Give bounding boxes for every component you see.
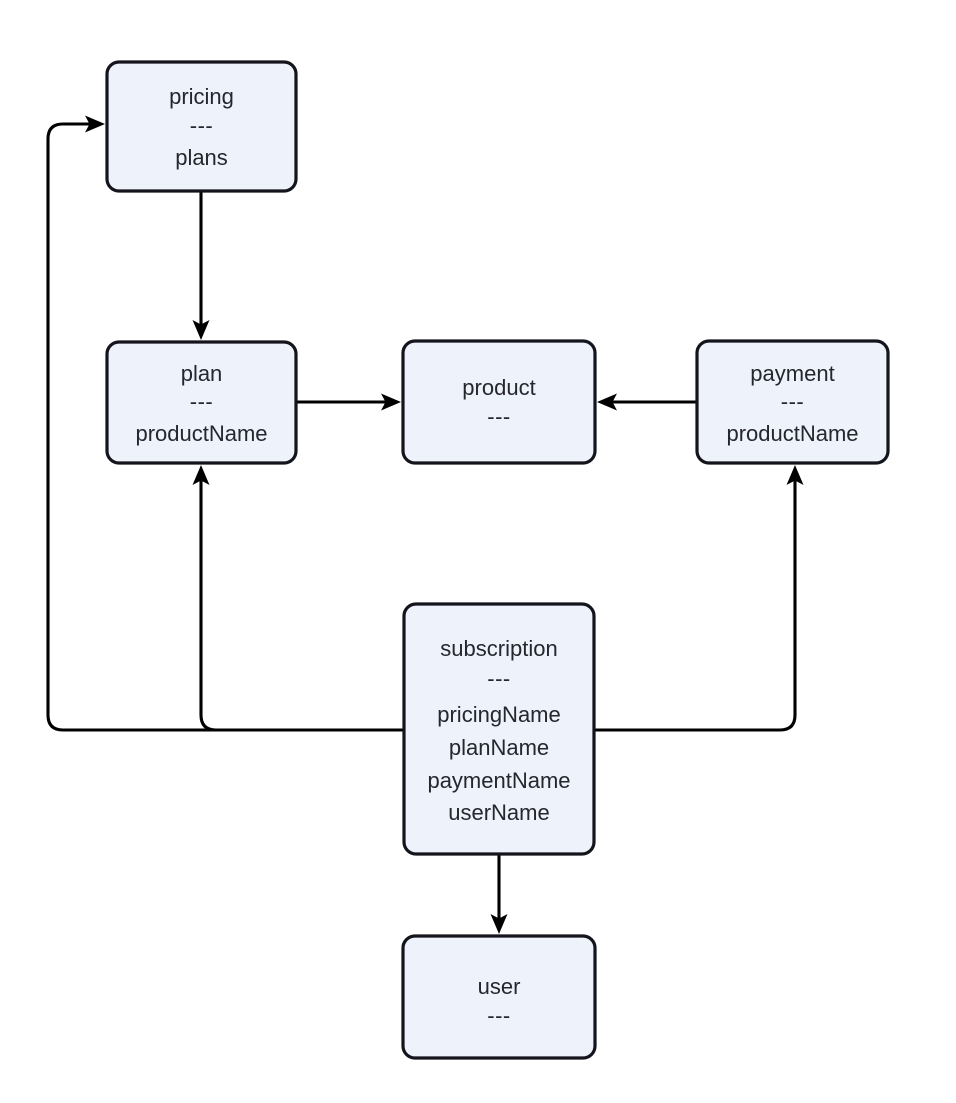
edge-subscription-to-plan (192, 465, 404, 732)
node-subscription-separator: --- (487, 666, 510, 691)
arrowhead-icon (85, 115, 105, 133)
edge-subscription-to-pricing (46, 115, 404, 732)
arrowhead-icon (597, 393, 617, 411)
edge-path (199, 479, 404, 732)
node-user[interactable]: user --- (401, 934, 597, 1060)
node-pricing-title: pricing (169, 84, 234, 109)
node-product[interactable]: product --- (401, 339, 597, 465)
node-payment-box[interactable] (695, 339, 890, 465)
node-subscription-title: subscription (440, 636, 557, 661)
node-layer: pricing --- plans plan --- productName p… (105, 60, 890, 1060)
node-pricing-box[interactable] (105, 60, 298, 193)
edge-layer (46, 115, 804, 934)
arrowhead-icon (192, 465, 210, 485)
edge-path (594, 479, 797, 732)
node-payment-field-productname: productName (726, 421, 858, 446)
node-pricing-field-plans: plans (175, 145, 228, 170)
edge-path (46, 122, 404, 732)
edge-plan-to-product (296, 393, 401, 411)
node-pricing[interactable]: pricing --- plans (105, 60, 298, 193)
edge-subscription-to-payment (594, 465, 804, 732)
node-subscription-box[interactable] (402, 602, 596, 856)
arrowhead-icon (786, 465, 804, 485)
node-payment-title: payment (750, 361, 834, 386)
node-plan[interactable]: plan --- productName (105, 340, 298, 465)
node-plan-title: plan (181, 361, 223, 386)
node-product-title: product (462, 375, 535, 400)
edge-payment-to-product (597, 393, 697, 411)
node-subscription-field-planname: planName (449, 735, 549, 760)
node-user-separator: --- (487, 1003, 510, 1028)
arrowhead-icon (490, 914, 508, 934)
node-pricing-separator: --- (190, 113, 213, 138)
edge-pricing-to-plan (192, 191, 210, 340)
node-payment-separator: --- (781, 389, 804, 414)
node-plan-separator: --- (190, 389, 213, 414)
arrowhead-icon (381, 393, 401, 411)
node-payment[interactable]: payment --- productName (695, 339, 890, 465)
node-plan-field-productname: productName (135, 421, 267, 446)
node-product-separator: --- (487, 404, 510, 429)
node-subscription-field-username: userName (448, 800, 549, 825)
node-user-title: user (478, 974, 521, 999)
node-subscription[interactable]: subscription --- pricingName planName pa… (402, 602, 596, 856)
node-product-box[interactable] (401, 339, 597, 465)
node-user-box[interactable] (401, 934, 597, 1060)
edge-subscription-to-user (490, 855, 508, 934)
node-plan-box[interactable] (105, 340, 298, 465)
arrowhead-icon (192, 320, 210, 340)
node-subscription-field-paymentname: paymentName (427, 768, 570, 793)
node-subscription-field-pricingname: pricingName (437, 702, 561, 727)
